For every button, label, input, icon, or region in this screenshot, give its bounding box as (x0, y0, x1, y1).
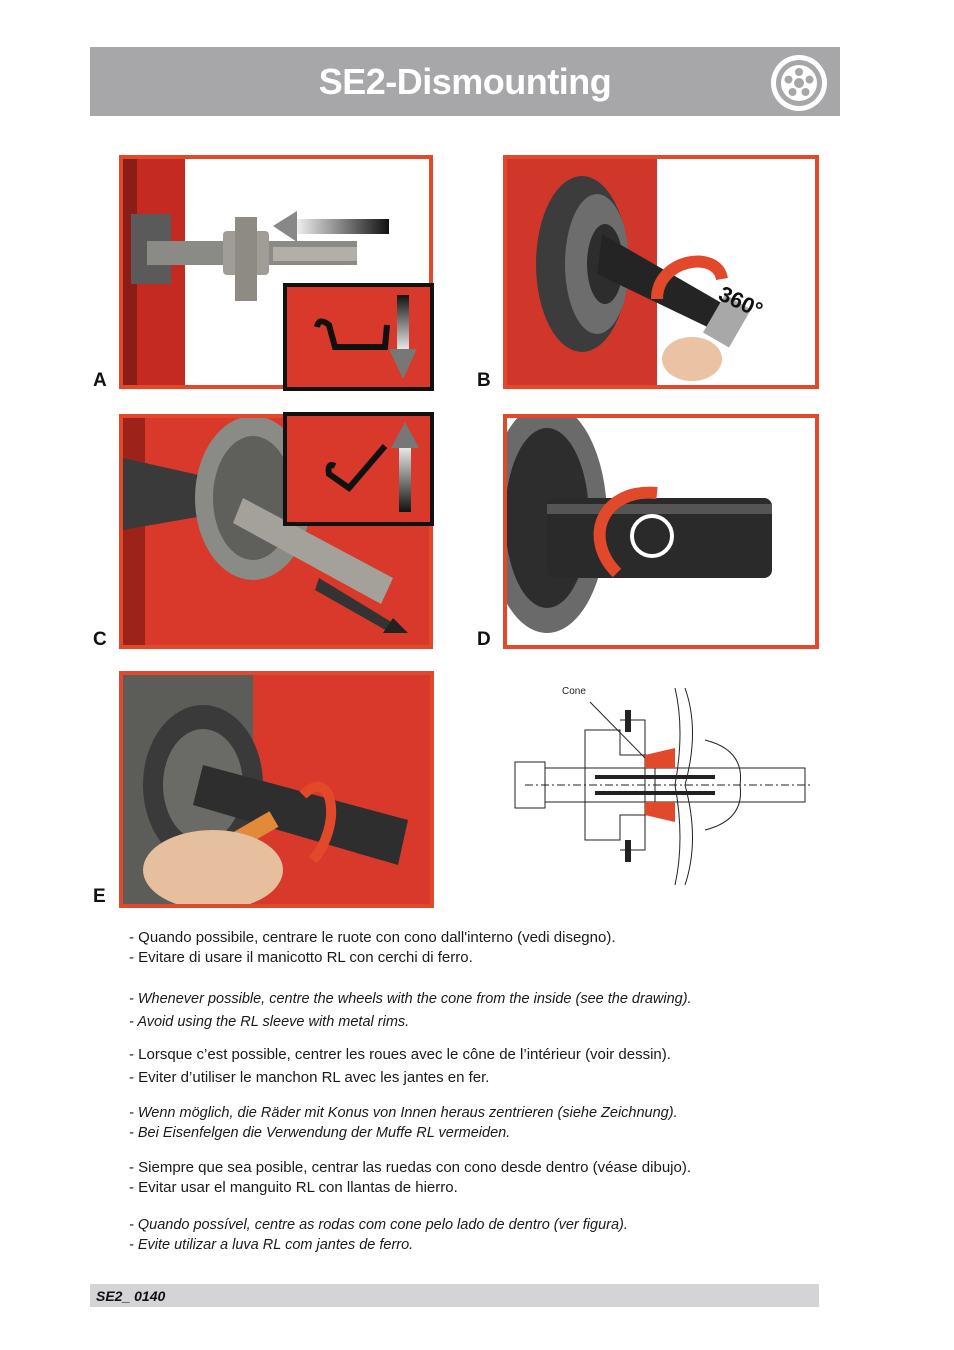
cone-section-diagram: Cone (505, 680, 820, 890)
text-line: - Evite utilizar a luva RL com jantes de… (129, 1237, 414, 1253)
wheel-icon (769, 53, 829, 113)
text-line: - Wenn möglich, die Räder mit Konus von … (129, 1105, 678, 1121)
text-line: - Quando possível, centre as rodas com c… (129, 1217, 628, 1233)
page-header: SE2-Dismounting (90, 47, 840, 116)
figure-c-label: C (93, 629, 107, 650)
figure-d-photo (503, 414, 819, 649)
text-line: - Quando possibile, centrare le ruote co… (129, 929, 616, 946)
paragraph-english: - Whenever possible, centre the wheels w… (129, 988, 692, 1034)
paragraph-italian: - Quando possibile, centrare le ruote co… (129, 928, 615, 968)
page-code: SE2_ 0140 (96, 1288, 166, 1304)
cone-label: Cone (562, 686, 586, 697)
figure-a-label: A (93, 370, 107, 391)
paragraph-spanish: - Siempre que sea posible, centrar las r… (129, 1158, 691, 1198)
figure-b-photo: 360° (503, 155, 819, 389)
text-line: - Whenever possible, centre the wheels w… (129, 991, 692, 1007)
page-title: SE2-Dismounting (318, 61, 612, 102)
paragraph-portuguese: - Quando possível, centre as rodas com c… (129, 1215, 628, 1255)
figure-d-label: D (477, 629, 491, 650)
text-line: - Siempre que sea posible, centrar las r… (129, 1159, 691, 1176)
paragraph-german: - Wenn möglich, die Räder mit Konus von … (129, 1103, 678, 1143)
text-line: - Lorsque c’est possible, centrer les ro… (129, 1046, 671, 1063)
figure-c-photo (119, 414, 433, 649)
figure-e-label: E (93, 886, 106, 907)
page-footer: SE2_ 0140 (90, 1284, 819, 1307)
figure-e-photo (119, 671, 434, 908)
text-line: - Evitare di usare il manicotto RL con c… (129, 949, 473, 966)
figure-a-photo (119, 155, 433, 389)
paragraph-french: - Lorsque c’est possible, centrer les ro… (129, 1043, 671, 1089)
figure-a-inset (283, 283, 434, 391)
text-line: - Eviter d’utiliser le manchon RL avec l… (129, 1069, 490, 1086)
text-line: - Evitar usar el manguito RL con llantas… (129, 1179, 458, 1196)
figure-b-label: B (477, 370, 491, 391)
figure-c-inset (283, 412, 434, 526)
text-line: - Avoid using the RL sleeve with metal r… (129, 1014, 410, 1030)
text-line: - Bei Eisenfelgen die Verwendung der Muf… (129, 1125, 511, 1141)
